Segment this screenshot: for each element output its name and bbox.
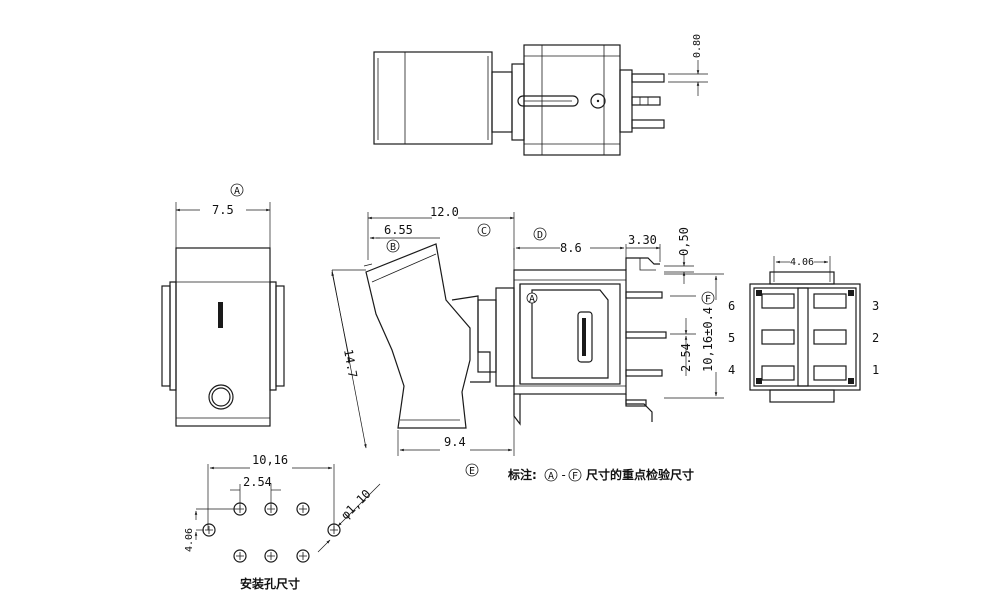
label-b: B: [390, 242, 396, 253]
dim-12-0: 12.0: [430, 205, 459, 219]
note-label-f: F: [572, 471, 578, 482]
dim-8-6: 8.6: [560, 241, 582, 255]
note-suffix: 尺寸的重点检验尺寸: [586, 467, 694, 482]
label-f: F: [705, 294, 711, 305]
dim-14-7: 14.7: [341, 348, 360, 379]
note-label-a: A: [548, 471, 554, 482]
top-view: 0.80: [373, 34, 708, 156]
dim-9-4: 9.4: [444, 435, 466, 449]
label-a-body: A: [529, 294, 535, 305]
pin-3: 3: [872, 299, 879, 313]
hole-grid: [202, 502, 341, 563]
pin-2: 2: [872, 331, 879, 345]
dim-7-5: 7.5: [212, 203, 234, 217]
pin-5: 5: [728, 331, 735, 345]
label-e: E: [469, 466, 475, 477]
label-a-top: A: [234, 186, 240, 197]
note: 标注: A - F 尺寸的重点检验尺寸: [507, 467, 694, 482]
label-d: D: [537, 230, 543, 241]
dim-4-06-side: 4.06: [184, 528, 195, 552]
dim-hole: φ1,10: [338, 487, 373, 522]
hole-title: 安装孔尺寸: [240, 576, 300, 591]
dim-0-80: 0.80: [692, 34, 703, 58]
dim-10-16: 10,16: [252, 453, 288, 467]
side-view: 12.0 C 6.55 B 14.7 A: [331, 205, 724, 477]
label-c: C: [481, 226, 487, 237]
dim-2-54-v: 2.54: [679, 343, 693, 372]
pin-1: 1: [872, 363, 879, 377]
pin-4: 4: [728, 363, 735, 377]
note-dash: -: [560, 468, 567, 482]
note-prefix: 标注:: [507, 467, 537, 482]
dim-4-06-top: 4.06: [790, 257, 814, 268]
dim-0-50: 0,50: [677, 227, 691, 256]
dim-6-55: 6.55: [384, 223, 413, 237]
dim-3-30: 3.30: [628, 233, 657, 247]
pin-view: 4.06 6 5 4 3 2 1: [728, 256, 879, 403]
pin-6: 6: [728, 299, 735, 313]
dim-10-16-tol: 10,16±0.4: [701, 307, 715, 372]
mounting-holes: 10,16 2.54 4.06 φ1,10 安装孔尺寸: [184, 453, 381, 591]
dim-2-54: 2.54: [243, 475, 272, 489]
front-view: A 7.5: [161, 183, 285, 427]
